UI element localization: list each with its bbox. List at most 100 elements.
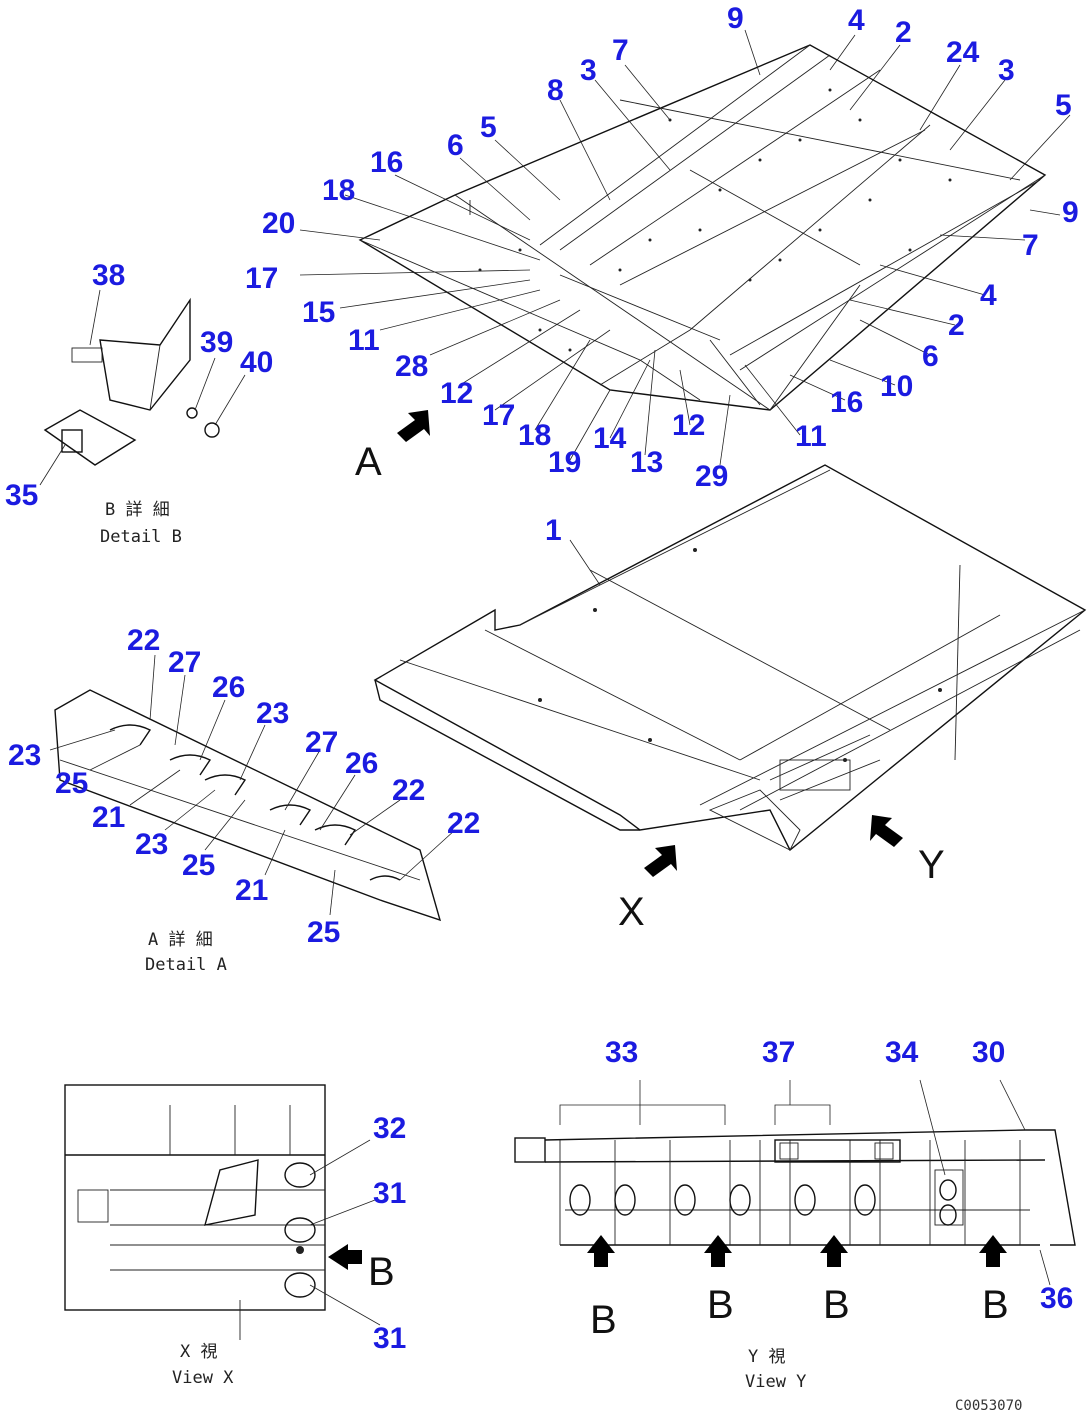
- callout-a-11: 25: [182, 849, 215, 882]
- callouts-view-x: 32 31 31: [373, 1112, 406, 1355]
- view-letter-b-y-2: B: [707, 1283, 734, 1327]
- callout-a-9: 22: [392, 774, 425, 807]
- caption-detail-b-jp: B 詳 細: [105, 500, 170, 520]
- callout-top-3: 24: [946, 36, 980, 69]
- callout-a-3: 23: [256, 697, 289, 730]
- callout-a-2: 26: [212, 671, 245, 704]
- callout-a-12: 22: [447, 807, 480, 840]
- callout-a-14: 25: [307, 916, 340, 949]
- main-pan-drawing: [373, 464, 1087, 852]
- clip-marks: [109, 724, 401, 881]
- detail-b-drawing: [43, 297, 220, 466]
- detail-a-drawing: [54, 689, 442, 922]
- callout-a-1: 27: [168, 646, 201, 679]
- callouts-view-y: 33 37 34 30 36: [605, 1036, 1073, 1315]
- callout-b-0: 38: [92, 259, 125, 292]
- callout-a-13: 21: [235, 874, 268, 907]
- callout-a-10: 23: [135, 828, 168, 861]
- caption-view-y-en: View Y: [745, 1372, 806, 1392]
- callouts-top: 9 4 2 24 3 7 3 8 5 5 6 16 18 20 9 17 7 1…: [245, 2, 1079, 493]
- callout-top-18: 4: [980, 279, 997, 312]
- callout-x-2: 31: [373, 1322, 406, 1355]
- arrow-b-y-4: [979, 1235, 1007, 1267]
- callout-top-32: 11: [795, 420, 827, 453]
- view-x-drawing: [64, 1084, 362, 1340]
- arrow-b-view-x: [328, 1244, 362, 1270]
- callout-top-4: 3: [998, 54, 1015, 87]
- callout-x-0: 32: [373, 1112, 406, 1145]
- callout-top-27: 16: [830, 386, 863, 419]
- caption-view-y-jp: Y 視: [748, 1347, 785, 1367]
- callout-top-11: 16: [370, 146, 403, 179]
- callout-top-29: 14: [593, 422, 627, 455]
- callouts-detail-b: 38 39 40 35: [5, 259, 273, 512]
- callout-b-1: 39: [200, 326, 233, 359]
- callout-top-14: 9: [1062, 196, 1079, 229]
- view-letter-b-y-3: B: [823, 1283, 850, 1327]
- callout-top-10: 6: [447, 129, 464, 162]
- callout-y-3: 30: [972, 1036, 1005, 1069]
- callout-y-4: 36: [1040, 1282, 1073, 1315]
- callout-a-7: 26: [345, 747, 378, 780]
- callout-top-21: 28: [395, 350, 428, 383]
- arrow-b-y-1: [587, 1235, 615, 1267]
- arrow-b-y-3: [820, 1235, 848, 1267]
- callout-b-2: 40: [240, 346, 273, 379]
- callout-a-8: 21: [92, 801, 125, 834]
- callout-top-13: 20: [262, 207, 295, 240]
- callout-y-0: 33: [605, 1036, 638, 1069]
- callout-top-5: 7: [612, 34, 629, 67]
- caption-view-x-en: View X: [172, 1368, 234, 1388]
- arrow-a: [397, 410, 430, 442]
- view-letter-y: Y: [918, 843, 945, 887]
- callout-top-30: 13: [630, 446, 663, 479]
- callout-top-20: 2: [948, 309, 965, 342]
- arrow-y: [870, 815, 903, 847]
- caption-view-x-jp: X 視: [180, 1342, 217, 1362]
- arrow-x: [644, 845, 677, 877]
- view-letter-x: X: [618, 890, 645, 934]
- callout-y-2: 34: [885, 1036, 919, 1069]
- callout-top-9: 5: [1055, 89, 1072, 122]
- callout-a-4: 23: [8, 739, 41, 772]
- callout-top-25: 18: [518, 419, 551, 452]
- callout-x-1: 31: [373, 1177, 406, 1210]
- callouts-main: 1: [545, 514, 562, 547]
- callout-top-0: 9: [727, 2, 744, 35]
- callout-a-6: 27: [305, 726, 338, 759]
- drawing-code: C0053070: [955, 1398, 1022, 1414]
- caption-detail-a-en: Detail A: [145, 955, 227, 975]
- callout-top-31: 12: [672, 409, 705, 442]
- callout-main-0: 1: [545, 514, 562, 547]
- rivet-dots-top: [478, 88, 952, 352]
- callout-top-8: 5: [480, 111, 497, 144]
- arrow-b-y-2: [704, 1235, 732, 1267]
- view-letter-b-y-1: B: [590, 1298, 617, 1342]
- leader-lines: [39, 29, 1071, 1326]
- callout-top-15: 17: [245, 262, 278, 295]
- caption-detail-b-en: Detail B: [100, 527, 182, 547]
- callouts-detail-a: 22 27 26 23 23 25 27 26 21 22 23 25 22 2…: [8, 624, 480, 949]
- callout-top-2: 2: [895, 16, 912, 49]
- callout-y-1: 37: [762, 1036, 795, 1069]
- callout-a-0: 22: [127, 624, 160, 657]
- callout-top-7: 8: [547, 74, 564, 107]
- callout-top-33: 29: [695, 460, 728, 493]
- view-y-drawing: [514, 1079, 1076, 1286]
- callout-top-17: 15: [302, 296, 335, 329]
- caption-detail-a-jp: A 詳 細: [148, 930, 213, 950]
- callout-a-5: 25: [55, 767, 88, 800]
- view-letter-b-y-4: B: [982, 1283, 1009, 1327]
- callout-b-3: 35: [5, 479, 38, 512]
- callout-top-6: 3: [580, 54, 597, 87]
- view-letter-a: A: [355, 440, 382, 484]
- callout-top-12: 18: [322, 174, 355, 207]
- callout-top-23: 12: [440, 377, 473, 410]
- callout-top-26: 10: [880, 370, 913, 403]
- callout-top-22: 6: [922, 340, 939, 373]
- callout-top-28: 19: [548, 446, 581, 479]
- callout-top-24: 17: [482, 399, 515, 432]
- callout-top-16: 7: [1022, 229, 1039, 262]
